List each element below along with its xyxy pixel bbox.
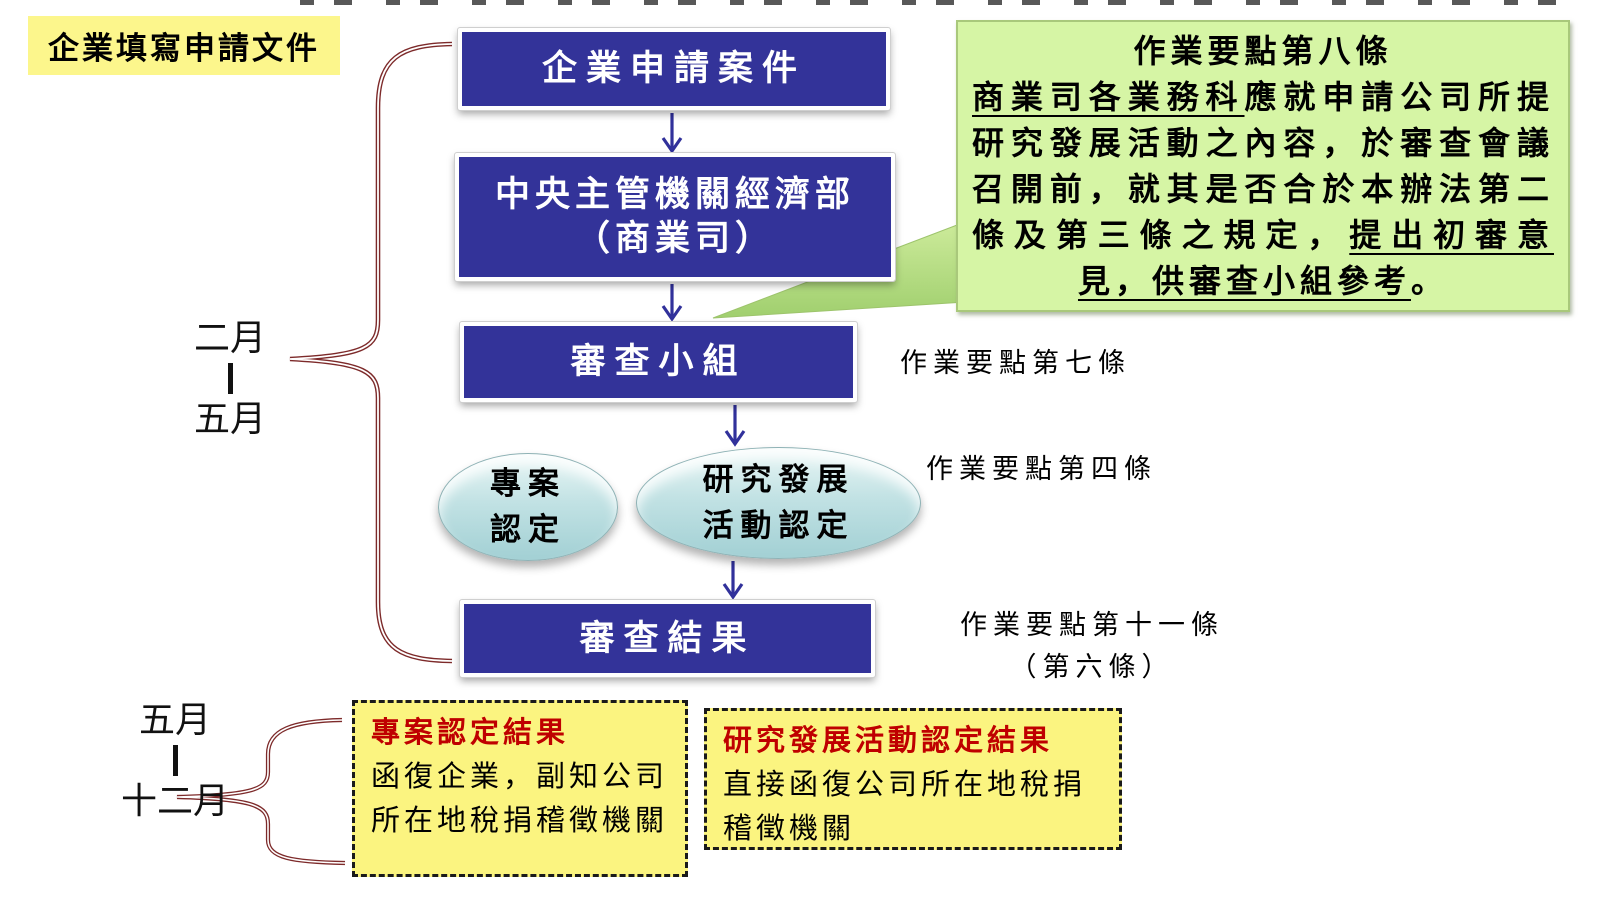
flow-box-label: 企業申請案件 xyxy=(541,49,806,89)
flow-box-label-line1: 中央主管機關經濟部 xyxy=(494,175,855,215)
ellipse-project-recognition: 專案 認定 xyxy=(438,453,618,561)
callout-body-text: 應就申請公司所提研究發展活動之內容，於審查會議召開前，就其是否合於本辦法第二條及… xyxy=(972,79,1554,253)
callout-title: 作業要點第八條 xyxy=(1133,33,1393,69)
flow-box-label-line2: （商業司） xyxy=(574,219,775,258)
timeline-may-to-dec: 五月 十二月 xyxy=(85,700,265,821)
ellipse-label-line2: 認定 xyxy=(490,512,566,547)
ellipse-rnd-activity-recognition: 研究發展 活動認定 xyxy=(636,447,921,559)
cropped-text-top-edge xyxy=(300,0,1585,5)
timeline-end-month: 十二月 xyxy=(120,781,229,821)
rule-label-article11: 作業要點第十一條 （第六條） xyxy=(942,604,1242,688)
arrow-box2-to-box3 xyxy=(661,284,683,322)
flow-box-label: 審查小組 xyxy=(570,342,747,382)
rule-label-article11-line1: 作業要點第十一條 xyxy=(960,610,1224,640)
result-box-project-recognition: 專案認定結果 函復企業，副知公司所在地稅捐稽徵機關 xyxy=(352,700,688,877)
step-label-fill-application: 企業填寫申請文件 xyxy=(28,16,340,75)
result-box-rnd-recognition: 研究發展活動認定結果 直接函復公司所在地稅捐稽徵機關 xyxy=(704,708,1122,850)
timeline-end-month: 五月 xyxy=(193,399,266,439)
timeline-start-month: 二月 xyxy=(193,318,266,358)
callout-underlined-segment-2: 提出初審意見，供審查小組參考 xyxy=(1077,217,1554,299)
result-box-title: 研究發展活動認定結果 xyxy=(723,725,1054,757)
result-box-body: 直接函復公司所在地稅捐稽徵機關 xyxy=(723,769,1087,845)
arrow-box3-to-ellipse xyxy=(724,405,746,447)
flow-box-enterprise-application: 企業申請案件 xyxy=(457,27,891,111)
result-box-title: 專案認定結果 xyxy=(371,717,570,749)
ellipse-label-line2: 活動認定 xyxy=(702,508,855,543)
brace-large xyxy=(289,41,453,664)
flow-box-label: 審查結果 xyxy=(579,618,756,658)
callout-period: 。 xyxy=(1411,263,1449,299)
timeline-feb-to-may: 二月 五月 xyxy=(175,318,285,439)
flow-box-review-result: 審查結果 xyxy=(459,599,876,678)
callout-rule8-note: 作業要點第八條 商業司各業務科應就申請公司所提研究發展活動之內容，於審查會議召開… xyxy=(956,20,1570,312)
timeline-start-month: 五月 xyxy=(138,700,211,740)
ellipse-label-line1: 專案 xyxy=(490,465,566,501)
callout-body: 商業司各業務科應就申請公司所提研究發展活動之內容，於審查會議召開前，就其是否合於… xyxy=(972,74,1554,304)
timeline-connector-bar xyxy=(172,745,178,776)
timeline-connector-bar xyxy=(227,363,233,394)
ellipse-label-line1: 研究發展 xyxy=(702,461,855,497)
brace-small xyxy=(176,717,346,866)
rule-label-article7: 作業要點第七條 xyxy=(900,348,1131,378)
result-box-body: 函復企業，副知公司所在地稅捐稽徵機關 xyxy=(371,761,669,837)
arrow-box1-to-box2 xyxy=(661,113,683,154)
callout-underlined-segment-1: 商業司各業務科 xyxy=(972,79,1245,115)
arrow-ellipse-to-box4 xyxy=(722,561,744,600)
flow-box-central-authority: 中央主管機關經濟部 （商業司） xyxy=(454,152,896,282)
rule-label-article4: 作業要點第四條 xyxy=(926,454,1157,484)
rule-label-article11-line2: （第六條） xyxy=(1009,652,1175,682)
flow-box-review-panel: 審查小組 xyxy=(459,321,858,403)
